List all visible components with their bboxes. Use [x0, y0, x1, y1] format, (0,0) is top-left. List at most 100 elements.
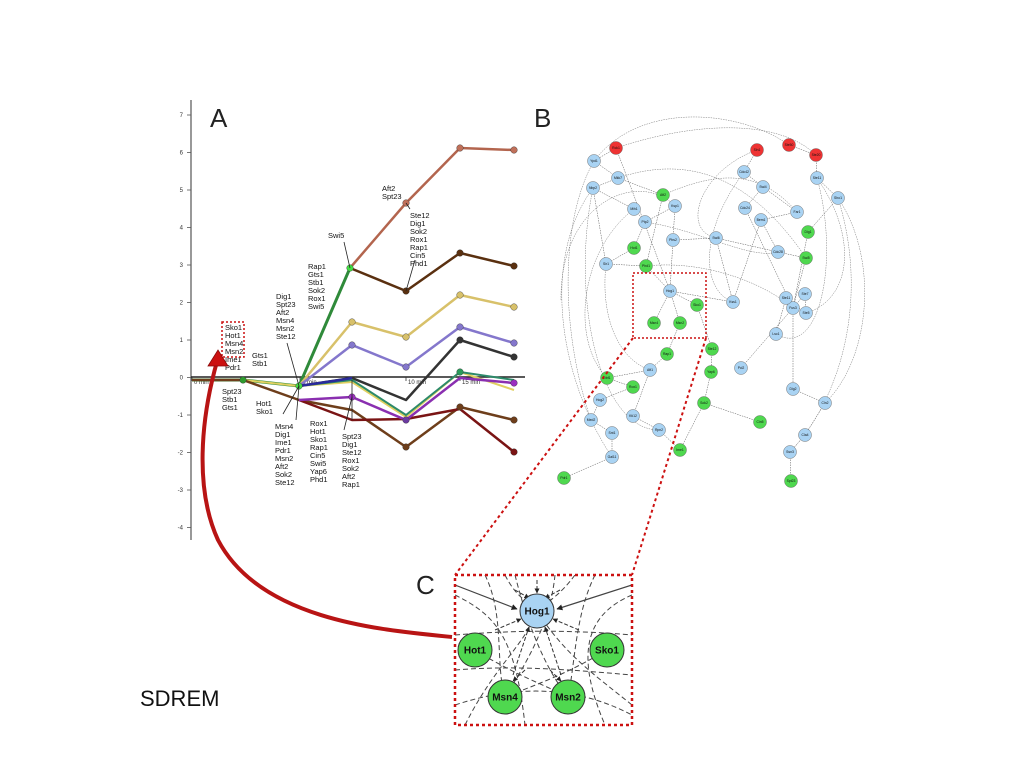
network-node-pcl2: Pcl2 [734, 361, 748, 375]
network-node-label: Ste11 [782, 296, 791, 300]
annotation-node1_low: Dig1 [275, 430, 290, 439]
network-node-cdc24: Cdc24 [738, 201, 752, 215]
network-node-ksp1: Ksp1 [668, 199, 682, 213]
annotation-node2_low2: Rox1 [342, 456, 360, 465]
network-node-label: Sok2 [700, 401, 708, 405]
network-node-label: Rpn2 [655, 428, 663, 432]
leader-line [295, 385, 300, 421]
y-tick-label: -4 [178, 526, 184, 532]
network-node-label: Hot1 [630, 246, 637, 250]
network-edge [696, 304, 713, 350]
zoom-edge-arrow [494, 618, 522, 631]
network-node-circle [605, 426, 619, 440]
annotation-node1_top: Dig1 [276, 292, 291, 301]
network-node-circle [809, 148, 823, 162]
network-node-label: Rck1 [612, 146, 620, 150]
annotation-node1_low: Aft2 [275, 462, 288, 471]
network-node-circle [801, 225, 815, 239]
network-node-label: Hog1 [666, 289, 674, 293]
network-node-label: Kti12 [629, 414, 637, 418]
network-node-ypd1: Ypd1 [587, 154, 601, 168]
network-edge-curve [567, 160, 595, 421]
network-node-ste20: Ste20 [809, 148, 823, 162]
series-marker [510, 146, 518, 154]
annotation-node2_low: Yap6 [310, 467, 327, 476]
network-node-cla4: Cla4 [798, 428, 812, 442]
network-node-label: Med2 [587, 418, 596, 422]
network-node-ste50: Ste50 [782, 138, 796, 152]
network-node-circle [784, 474, 798, 488]
annotation-node1_mid: Hot1 [256, 399, 272, 408]
y-tick-label: 1 [180, 338, 184, 344]
network-node-mkk7: Mkk7 [611, 171, 625, 185]
network-edge [703, 402, 761, 423]
annotation-node1_low: Msn4 [275, 422, 293, 431]
network-node-circle [798, 287, 812, 301]
network-node-label: Mkk7 [614, 176, 622, 180]
network-node-label: Dbf1 [603, 376, 610, 380]
network-node-circle [673, 443, 687, 457]
network-node-aft2: Aft2 [656, 188, 670, 202]
panel-a-letter: A [210, 103, 228, 133]
network-node-circle [611, 171, 625, 185]
annotation-node1_low: Sok2 [275, 470, 292, 479]
network-node-circle [599, 257, 613, 271]
zoom-node-hog1: Hog1 [519, 593, 555, 629]
annotation-node2_low2: Aft2 [342, 472, 355, 481]
panel-b-letter: B [534, 103, 551, 133]
zoom-node-label: Hot1 [464, 646, 487, 657]
network-node-label: Sko1 [693, 303, 701, 307]
zoom-edge-arrow [544, 626, 562, 676]
network-node-circle [647, 316, 661, 330]
series-marker [456, 249, 464, 257]
network-node-kti12: Kti12 [626, 409, 640, 423]
network-node-circle [753, 415, 767, 429]
annotation-node1_top: Msn2 [276, 324, 294, 333]
network-edge [740, 307, 794, 369]
zoom-node-circle [589, 632, 625, 668]
y-tick-label: 6 [180, 151, 184, 157]
y-tick-label: 3 [180, 263, 184, 269]
series-marker [456, 291, 464, 299]
network-node-label: Phd1 [642, 264, 650, 268]
highlight-box-label: Msn2 [225, 347, 243, 356]
network-node-sho1: Sho1 [831, 191, 845, 205]
series-marker [510, 448, 518, 456]
zoom-node-circle [487, 679, 523, 715]
zoom-edge [474, 649, 569, 698]
network-edge [792, 231, 809, 309]
network-edge-curve [584, 208, 635, 379]
y-tick-label: 2 [180, 301, 184, 307]
zoom-edge [514, 575, 569, 698]
annotation-node1_low: Ste12 [275, 478, 295, 487]
network-node-circle [673, 316, 687, 330]
leader-line [286, 342, 300, 387]
zoom-edge [504, 575, 556, 698]
zoom-edge [536, 610, 632, 706]
network-node-hog1: Hog1 [663, 284, 677, 298]
series-marker [510, 379, 518, 387]
network-node-circle [799, 251, 813, 265]
network-node-ste7: Ste7 [798, 287, 812, 301]
network-node-label: Cdc28 [773, 250, 783, 254]
network-node-label: Cdc24 [740, 206, 750, 210]
network-edge [807, 197, 839, 233]
network-edge-curve [824, 197, 865, 404]
network-node-label: Rap1 [663, 352, 671, 356]
series-marker [510, 416, 518, 424]
link-arrow-head [207, 349, 229, 367]
zoom-node-hot1: Hot1 [457, 632, 493, 668]
annotation-node3_top: Spt23 [382, 192, 402, 201]
network-node-label: Sir1 [603, 262, 609, 266]
annotation-node2_low: Phd1 [310, 475, 328, 484]
tf-annotations: Ime1Pdr1Spt23Stb1Gts1Gts1Stb1Dig1Spt23Af… [222, 184, 430, 489]
network-node-circle [666, 233, 680, 247]
network-node-circle [704, 365, 718, 379]
zoom-node-sko1: Sko1 [589, 632, 625, 668]
network-node-phd1: Phd1 [639, 259, 653, 273]
network-node-dig1: Dig1 [801, 225, 815, 239]
series-marker [456, 336, 464, 344]
zoom-edge-arrow [512, 626, 530, 676]
